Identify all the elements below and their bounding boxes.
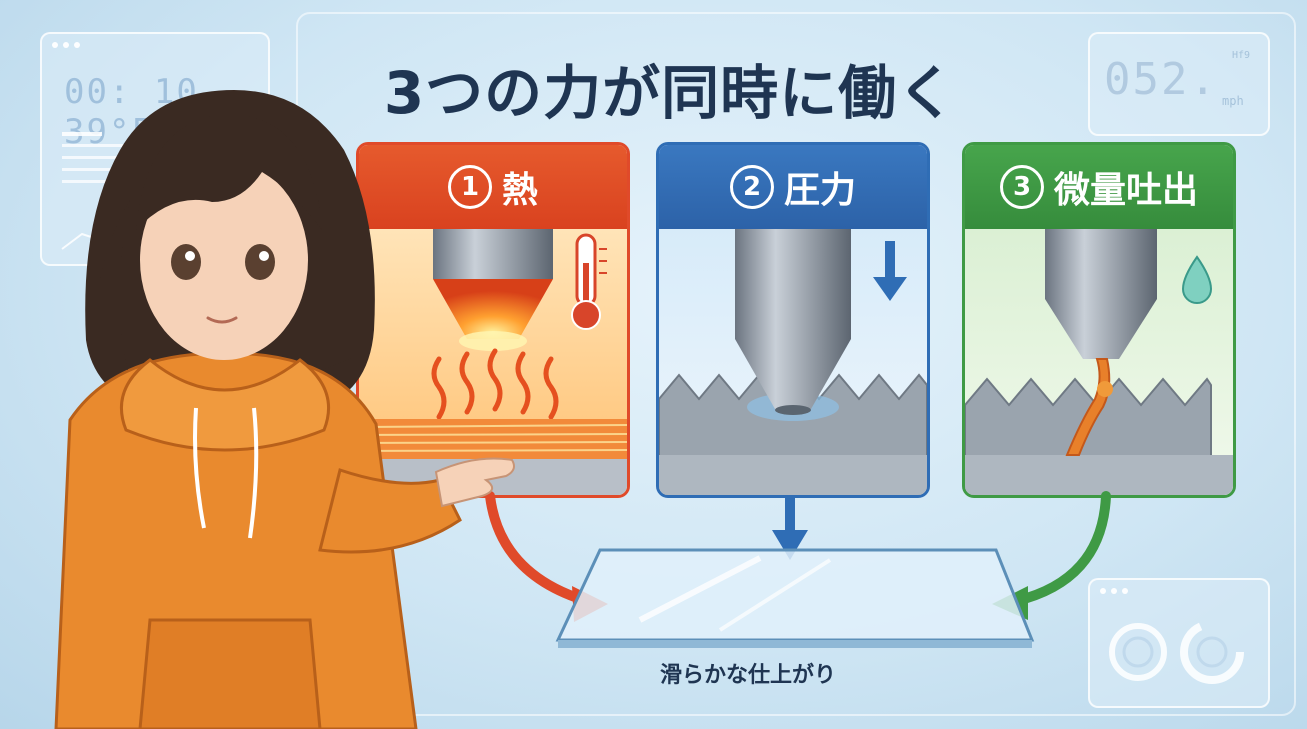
panel-discharge-label: 微量吐出: [1053, 170, 1198, 211]
step-number: 2: [729, 165, 774, 209]
result-caption: 滑らかな仕上がり: [660, 663, 837, 688]
character-illustration: [54, 90, 515, 729]
discharge-illustration: [965, 229, 1233, 495]
panel-pressure-label: 圧力: [783, 170, 856, 211]
speed-readout: 052.: [1104, 54, 1218, 105]
window-dots: [52, 42, 80, 48]
gauge-icons: [1109, 620, 1244, 684]
speed-unit-bottom: mph: [1222, 94, 1244, 108]
panel-heat-label: 熱: [501, 170, 538, 211]
hud-gauges-panel: [1088, 578, 1270, 708]
thermometer-icon: [571, 233, 607, 330]
page-title: 3つの力が同時に働く: [383, 59, 957, 127]
hud-panel-right: 052. Hf9 mph: [1088, 32, 1270, 136]
panel-pressure: 2 圧力: [656, 142, 930, 498]
down-arrow-icon: [873, 241, 907, 301]
panel-discharge-header: 3 微量吐出: [965, 145, 1233, 229]
panel-pressure-header: 2 圧力: [659, 145, 927, 229]
step-number: 1: [447, 165, 492, 209]
pressure-illustration: [659, 229, 927, 495]
heat-illustration: [359, 229, 627, 495]
panel-heat-header: 1 熱: [359, 145, 627, 229]
panel-discharge: 3 微量吐出: [962, 142, 1236, 498]
speed-unit-top: Hf9: [1232, 50, 1251, 61]
step-number: 3: [999, 165, 1044, 209]
water-drop-icon: [1181, 255, 1213, 304]
panel-heat: 1 熱: [356, 142, 630, 498]
